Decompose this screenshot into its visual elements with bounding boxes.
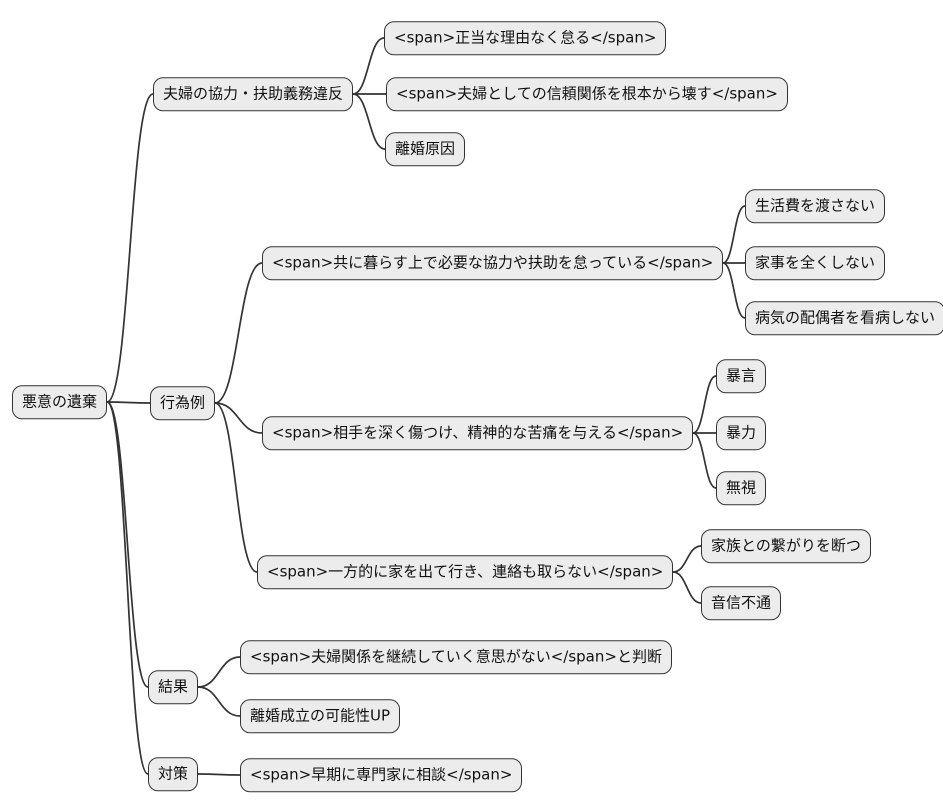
mindmap-node-b2c3: <span>一方的に家を出て行き、連絡も取らない</span> [257,555,674,589]
mindmap-node-b1: 夫婦の協力・扶助義務違反 [153,77,354,111]
mindmap-node-b1c1: <span>正当な理由なく怠る</span> [384,21,667,55]
mindmap-node-b3: 結果 [148,670,199,704]
mindmap-edge-b2c1-b2c1g1 [722,205,746,264]
mindmap-edge-b2-b2c2 [214,402,263,434]
mindmap-node-root: 悪意の遺棄 [12,385,108,419]
mindmap-node-b2: 行為例 [150,386,216,420]
mindmap-edge-b3-b3c1 [197,656,241,688]
mindmap-node-b2c1g2: 家事を全くしない [745,246,886,280]
mindmap-edge-b2c1-b2c1g3 [722,262,746,319]
mindmap-edge-b1-b1c3 [352,93,386,150]
mindmap-node-b2c3g2: 音信不通 [701,586,782,620]
mindmap-edge-b1-b1c1 [352,37,385,95]
mindmap-edge-b3-b3c2 [197,686,241,717]
mindmap-node-b2c2g1: 暴言 [716,359,767,393]
mindmap-edge-root-b4 [106,401,149,775]
mindmap-node-b2c3g1: 家族との繋がりを断つ [701,529,871,563]
mindmap-edge-b2-b2c3 [214,402,258,573]
mindmap-node-b4c1: <span>早期に専門家に相談</span> [240,758,523,792]
mindmap-edge-root-b1 [106,93,154,403]
mindmap-node-b3c2: 離婚成立の可能性UP [240,699,401,733]
mindmap-edge-b2c2-b2c2g3 [692,432,717,489]
mindmap-edge-root-b2 [106,401,151,404]
mindmap-edge-b4-b4c1 [197,773,241,776]
mindmap-node-b2c1g1: 生活費を渡さない [745,189,886,223]
mindmap-edge-b2c3-b2c3g1 [672,545,702,573]
mindmap-node-b2c2g3: 無視 [716,471,767,505]
mindmap-node-b2c2g2: 暴力 [716,416,767,450]
mindmap-edge-b2c2-b2c2g1 [692,375,717,434]
mindmap-node-b1c2: <span>夫婦としての信頼関係を根本から壊す</span> [386,77,788,111]
mindmap-node-b2c1g3: 病気の配偶者を看病しない [745,301,943,335]
mindmap-edge-b2-b2c1 [214,262,263,404]
mindmap-edge-root-b3 [106,401,149,688]
mindmap-node-b2c1: <span>共に暮らす上で必要な協力や扶助を怠っている</span> [262,246,724,280]
mindmap-node-b1c3: 離婚原因 [385,132,466,166]
mindmap-node-b4: 対策 [148,757,199,791]
mindmap-edge-b2c3-b2c3g2 [672,571,702,604]
mindmap-node-b3c1: <span>夫婦関係を継続していく意思がない</span>と判断 [240,640,672,674]
mindmap-node-b2c2: <span>相手を深く傷つけ、精神的な苦痛を与える</span> [262,416,694,450]
